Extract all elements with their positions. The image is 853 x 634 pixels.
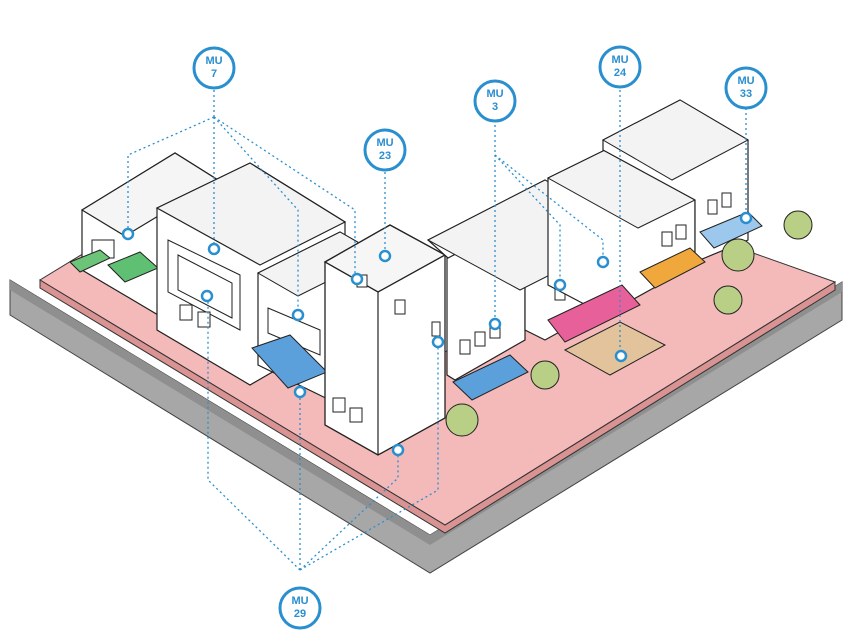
mu33-label-line1: MU	[737, 75, 754, 87]
mu23-marker: MU 23	[363, 128, 407, 172]
mu24-label-line2: 24	[614, 67, 627, 79]
target-marker	[350, 272, 364, 286]
mu7-marker: MU 7	[192, 46, 236, 90]
target-marker	[596, 255, 610, 269]
mu33-marker: MU 33	[724, 66, 768, 110]
target-marker	[391, 443, 405, 457]
target-marker	[488, 317, 502, 331]
mu24-marker: MU 24	[598, 45, 642, 89]
outdoor-deck	[563, 321, 667, 376]
target-marker	[121, 227, 135, 241]
target-marker	[291, 308, 305, 322]
target-marker	[553, 278, 567, 292]
mu29-label-line1: MU	[291, 595, 308, 607]
building-right-4	[601, 99, 750, 263]
target-marker	[431, 335, 445, 349]
target-marker	[378, 249, 392, 263]
mu23-label-line2: 23	[379, 150, 391, 162]
mu7-label-line1: MU	[205, 55, 222, 67]
target-marker	[207, 242, 221, 256]
mu29-marker: MU 29	[278, 586, 322, 630]
awning-blue-right	[452, 354, 529, 401]
building-left-2	[155, 162, 347, 386]
target-marker	[614, 349, 628, 363]
awning-pink	[547, 284, 641, 343]
mu3-marker: MU 3	[473, 79, 517, 123]
awning-green	[69, 249, 159, 283]
mu24-label-line1: MU	[611, 54, 628, 66]
mu3-label-line2: 3	[492, 101, 498, 113]
mu3-label-line1: MU	[486, 88, 503, 100]
leader-lines	[127, 90, 747, 571]
mu29-label-line2: 29	[294, 608, 306, 620]
trees	[445, 210, 813, 437]
mu33-label-line2: 33	[740, 88, 752, 100]
target-marker	[739, 211, 753, 225]
mu7-label-line2: 7	[211, 68, 217, 80]
target-markers	[121, 211, 753, 457]
target-marker	[293, 385, 307, 399]
road	[9, 279, 843, 574]
target-marker	[200, 289, 214, 303]
mu23-label-line1: MU	[376, 137, 393, 149]
awning-orange	[639, 247, 706, 289]
